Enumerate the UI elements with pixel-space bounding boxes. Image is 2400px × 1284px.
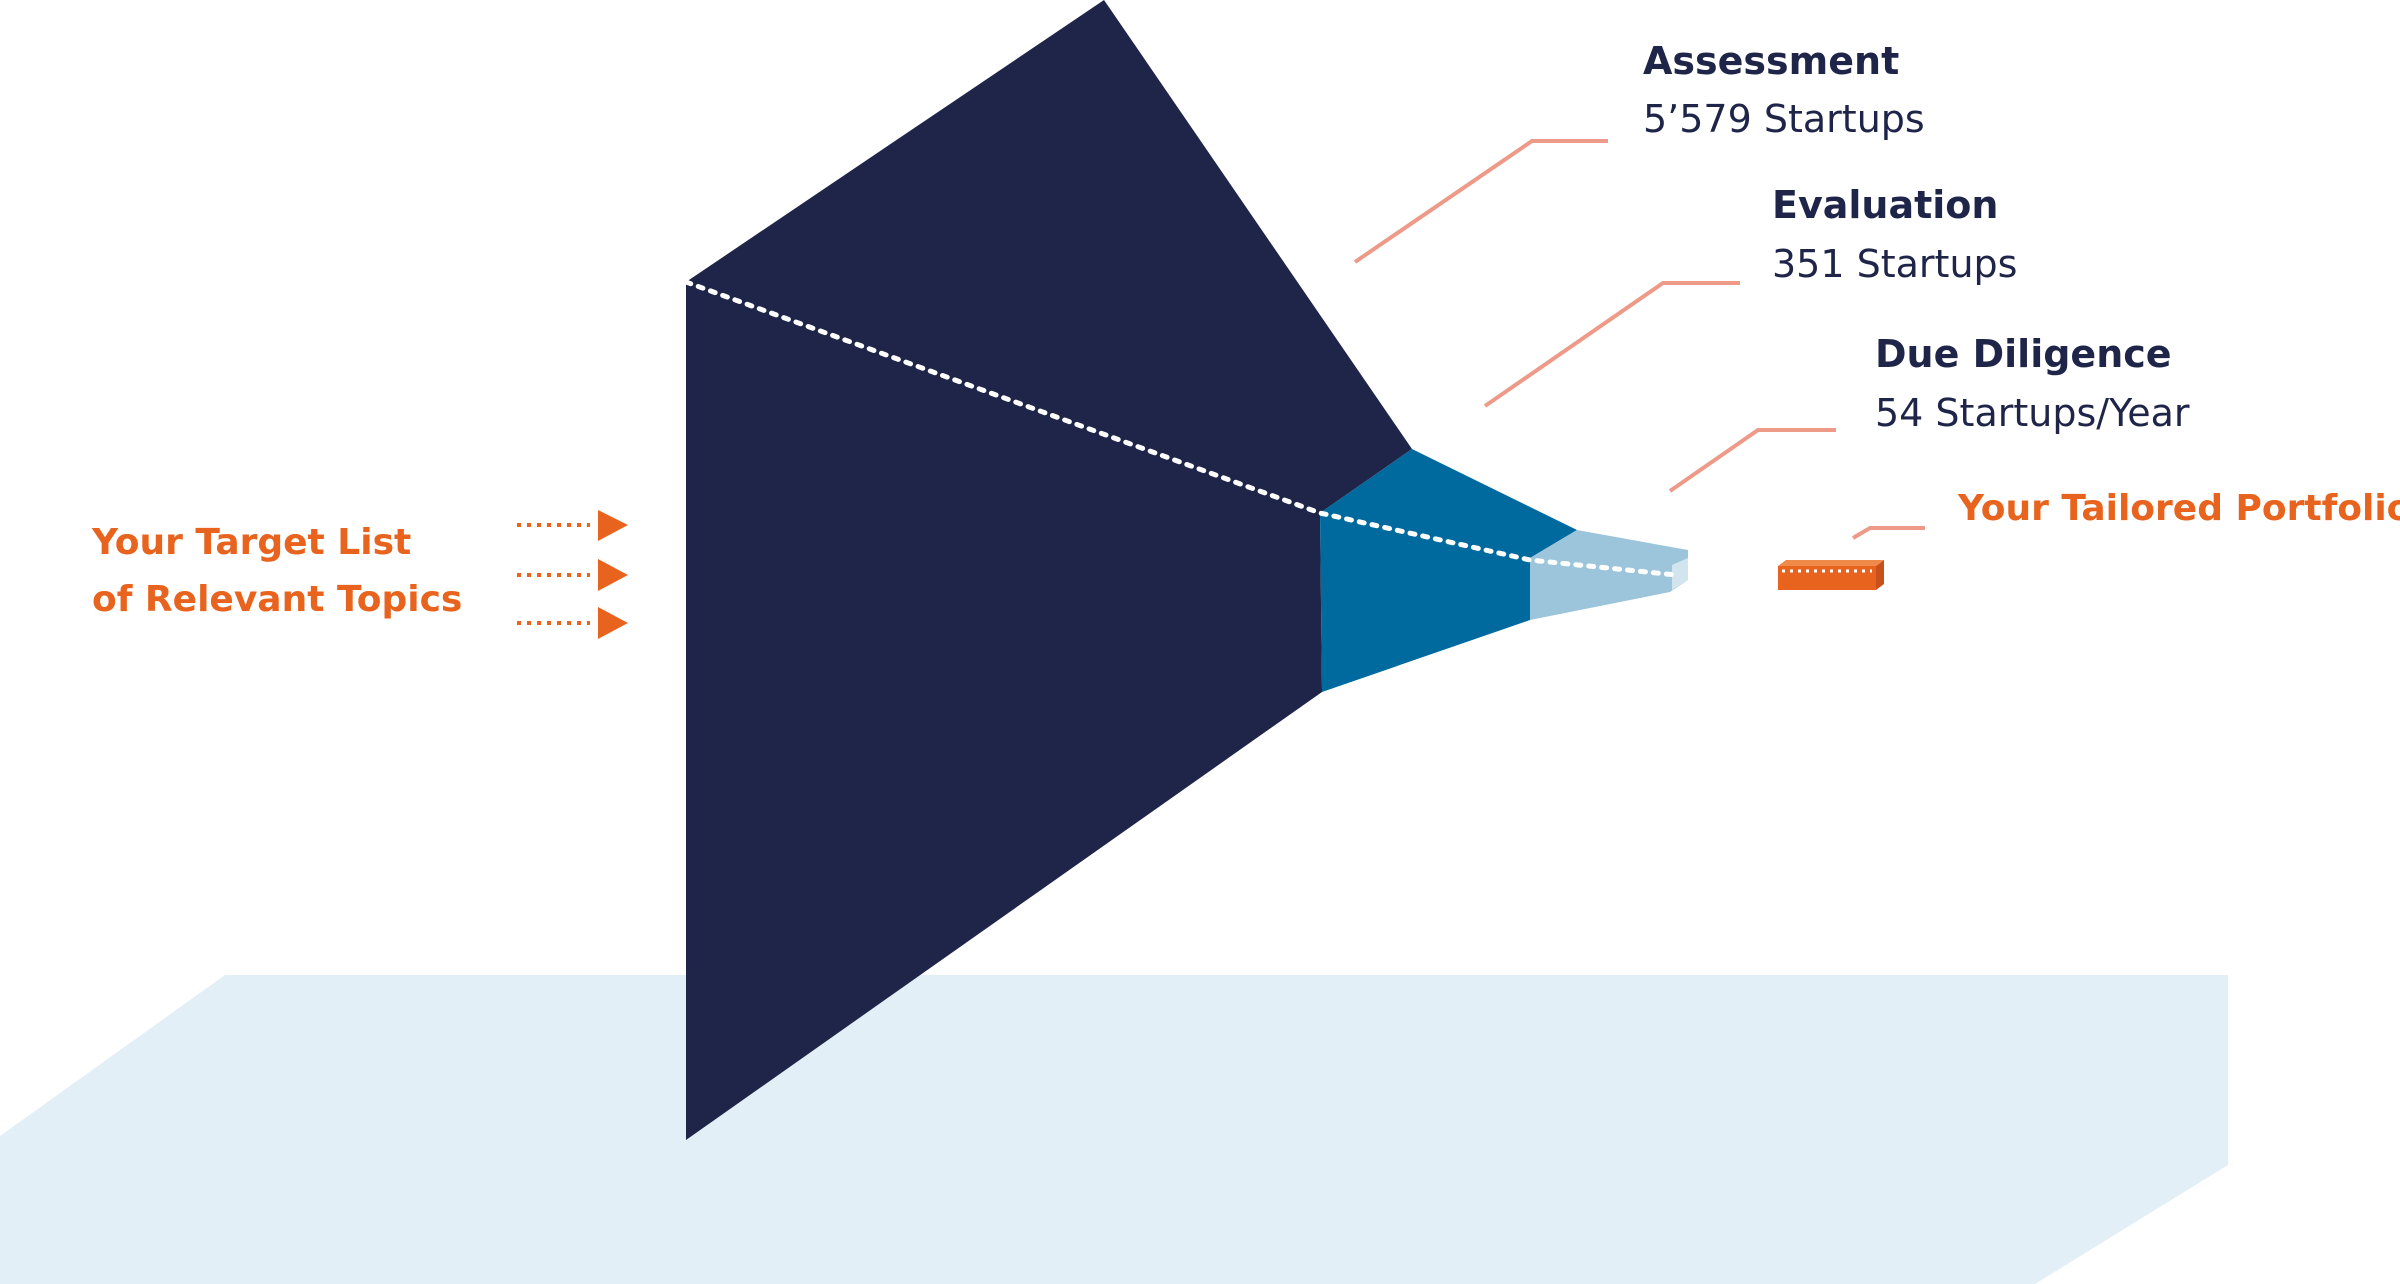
stage-title-due-diligence: Due Diligence	[1875, 332, 2172, 376]
connector-portfolio	[1851, 526, 1925, 540]
portfolio-box-icon	[1778, 560, 1884, 590]
portfolio-label: Your Tailored Portfolio	[1957, 488, 2400, 529]
input-arrow-head-2	[598, 559, 628, 591]
floor-plane	[0, 975, 2228, 1284]
input-arrow-head-1	[598, 510, 628, 541]
stage-count-assessment: 5’579 Startups	[1643, 97, 1925, 141]
input-label-line-1: Your Target List	[91, 522, 411, 563]
input-label-line-2: of Relevant Topics	[92, 579, 462, 620]
stage-count-evaluation: 351 Startups	[1772, 242, 2017, 286]
stage-count-due-diligence: 54 Startups/Year	[1875, 391, 2190, 435]
portfolio-box-side	[1876, 560, 1884, 590]
connector-evaluation	[1483, 281, 1740, 408]
connector-assessment	[1353, 139, 1608, 264]
portfolio-box-top	[1778, 560, 1884, 566]
funnel-stage-assessment	[686, 0, 1412, 1140]
stage-title-assessment: Assessment	[1643, 39, 1899, 83]
funnel-stage-evaluation	[1320, 449, 1577, 692]
input-arrow-head-3	[598, 607, 628, 639]
stage-title-evaluation: Evaluation	[1772, 183, 1998, 227]
input-arrows	[517, 510, 628, 639]
connector-due-diligence	[1668, 428, 1836, 493]
portfolio-box-front	[1778, 566, 1876, 590]
funnel-stage-due-diligence	[1530, 530, 1688, 620]
funnel-tip-face	[1672, 558, 1688, 590]
flow-dotted-line	[683, 279, 1679, 578]
